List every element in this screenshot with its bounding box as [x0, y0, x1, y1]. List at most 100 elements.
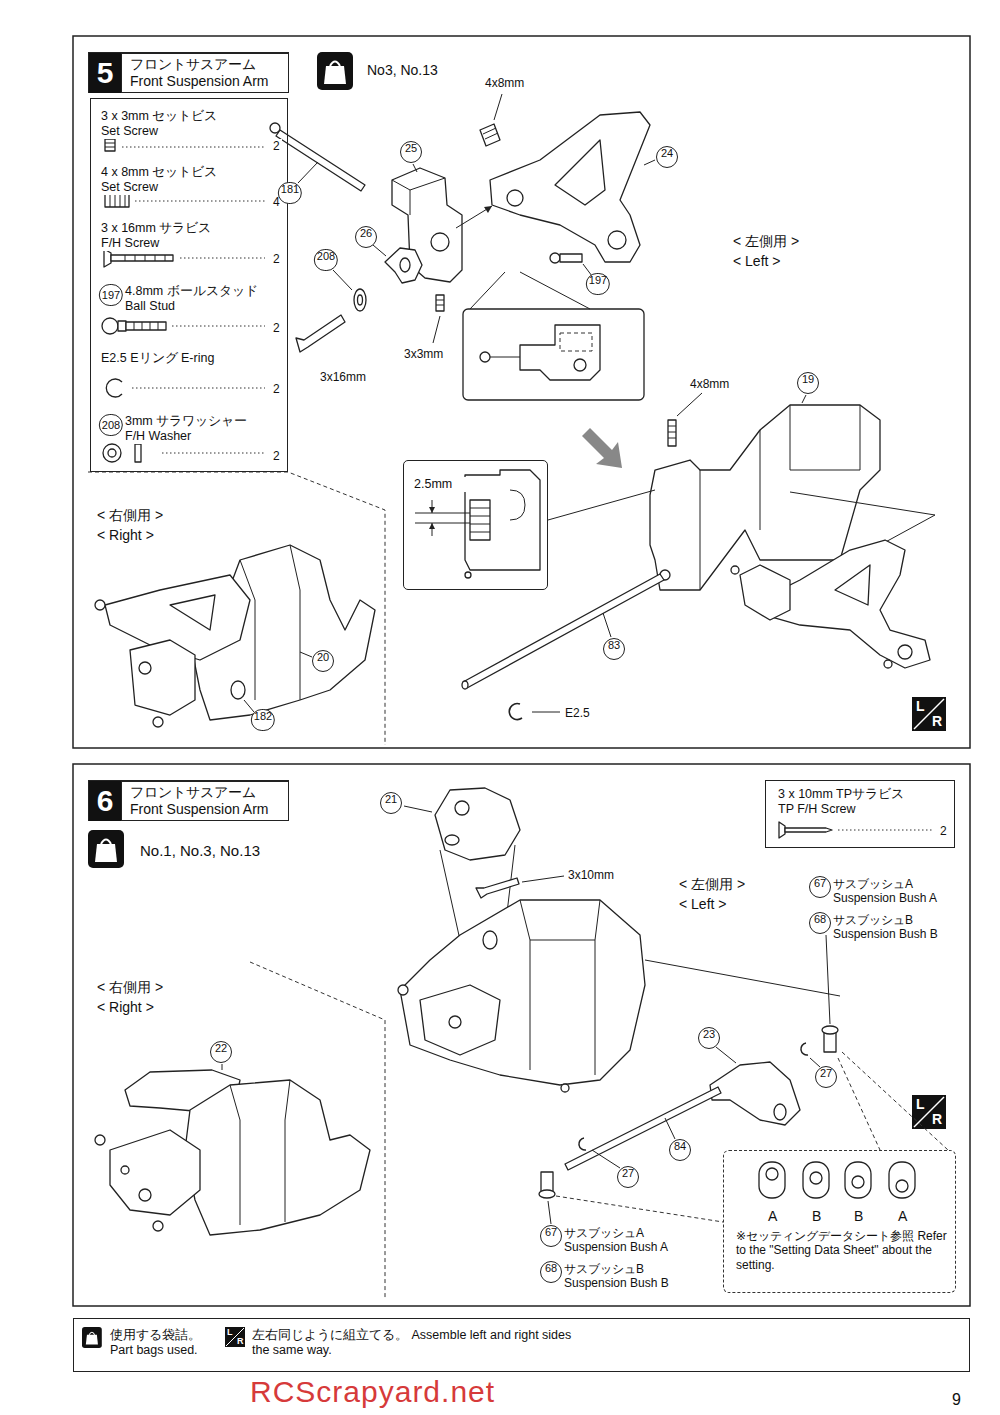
part-box: 使用する袋詰。 Part bags used.左右同じように組立てる。 Asse… [73, 1318, 970, 1372]
part-text: 2.5mm [414, 477, 474, 492]
step6-exploded-parts [561, 1084, 569, 1092]
step5-exploded-parts [462, 681, 468, 689]
setting-letter: B [812, 1208, 821, 1225]
step5-right-assembly [300, 652, 312, 657]
lr-badge [914, 699, 944, 729]
part-label: E2.5 [565, 706, 590, 720]
step5-exploded-parts [835, 565, 870, 605]
step-number: 5 [89, 53, 121, 93]
step6-exploded-parts [665, 1118, 675, 1139]
step5-right-assembly [95, 600, 105, 610]
lr-badge [914, 1097, 944, 1127]
callout-number: 197 [99, 284, 123, 306]
watermark: RCScrapyard.net [250, 1374, 495, 1410]
step5-exploded-parts [507, 190, 523, 206]
step6-exploded-parts [556, 1196, 723, 1222]
step5-exploded-parts [740, 565, 790, 620]
step6-exploded-parts [842, 1052, 948, 1150]
step-header: 6フロントサスアーム Front Suspension Arm [88, 780, 289, 821]
step6-exploded-parts [889, 1162, 915, 1198]
step5-exploded-parts [385, 248, 422, 283]
setting-letter: B [854, 1208, 863, 1225]
part-bag-icon [95, 844, 117, 862]
step5-exploded-parts [560, 333, 592, 351]
step5-exploded-parts [358, 295, 363, 305]
part-text: 4 x 8mm セットビス Set Screw [101, 165, 226, 195]
part-text: 左右同じように組立てる。 Assemble left and right sid… [252, 1328, 572, 1358]
step5-exploded-parts [436, 300, 444, 301]
callout-number: 27 [815, 1066, 837, 1088]
step5-exploded-parts [298, 162, 318, 183]
step5-exploded-parts [480, 352, 490, 362]
step6-exploded-parts [398, 985, 408, 995]
step6-right-assembly [95, 962, 385, 1300]
step5-exploded-parts [560, 254, 582, 262]
lr-badge-letter: L [916, 699, 925, 714]
part-bag-icon [82, 1327, 102, 1348]
step6-exploded-parts [476, 878, 519, 898]
callout-number: 83 [603, 638, 625, 660]
part-label: 3x10mm [568, 868, 614, 882]
part-bag-icon [89, 1332, 95, 1334]
step6-exploded-parts [398, 788, 948, 1224]
part-label: 4x8mm [485, 76, 524, 90]
step6-right-assembly [95, 1135, 105, 1145]
step5-exploded-parts [436, 295, 444, 311]
step6-exploded-parts [420, 985, 500, 1055]
parts-list-icon [135, 444, 141, 462]
step-panel [73, 36, 970, 748]
step5-right-assembly [153, 717, 163, 727]
part-label: < Right > [97, 999, 154, 1016]
step6-exploded-parts [826, 935, 830, 1024]
step5-exploded-parts [480, 124, 500, 146]
part-bag-icon [86, 1335, 98, 1345]
step5-exploded-parts [484, 206, 492, 213]
callout-number: 25 [400, 141, 422, 163]
callout-number: 182 [251, 709, 275, 731]
step5-exploded-parts [413, 164, 417, 172]
step6-exploded-parts [522, 876, 564, 882]
page-number: 9 [952, 1390, 961, 1409]
lr-badge [912, 697, 946, 731]
part-text: 3 x 3mm セットビス Set Screw [101, 109, 226, 139]
step6-exploded-parts [852, 1176, 864, 1188]
part-label: < Left > [679, 896, 726, 913]
callout-number: 26 [355, 226, 377, 248]
callout-number: 68 [540, 1261, 562, 1283]
parts-list-icon [102, 139, 932, 838]
parts-list-icon [110, 194, 125, 207]
step5-exploded-parts [392, 168, 462, 282]
callout-number: 27 [617, 1166, 639, 1188]
step5-dimension-detail [470, 508, 490, 532]
callout-number: 208 [99, 414, 123, 436]
step6-exploded-parts [838, 1058, 880, 1150]
part-label: < Left > [733, 253, 780, 270]
part-label: 3x16mm [320, 370, 366, 384]
part-bag-icon [317, 52, 353, 90]
parts-list-icon [105, 143, 115, 144]
lr-badge [912, 1095, 946, 1129]
setting-letter: A [768, 1208, 777, 1225]
parts-list-icon [779, 822, 785, 838]
parts-list-icon [132, 388, 265, 389]
step5-exploded-parts [608, 231, 626, 249]
step5-exploded-parts [880, 515, 935, 545]
parts-list-icon [103, 444, 121, 462]
part-label: < 左側用 > [733, 233, 799, 250]
step5-exploded-parts [574, 359, 586, 371]
step5-right-assembly [88, 472, 385, 745]
parts-list-icon [785, 828, 832, 832]
step5-exploded-parts [433, 316, 440, 343]
step5-exploded-parts [463, 309, 644, 400]
step5-dimension-detail [465, 572, 471, 578]
step-title: フロントサスアーム Front Suspension Arm [121, 781, 289, 821]
parts-list-icon [162, 453, 265, 454]
step6-exploded-parts [803, 1162, 829, 1198]
lr-badge [225, 1327, 245, 1347]
part-box: 3 x 10mm TPサラビス TP F/H Screw2 [765, 780, 955, 848]
part-label: < 右側用 > [97, 507, 163, 524]
callout-number: 22 [210, 1041, 232, 1063]
step5-exploded-parts [494, 94, 502, 120]
